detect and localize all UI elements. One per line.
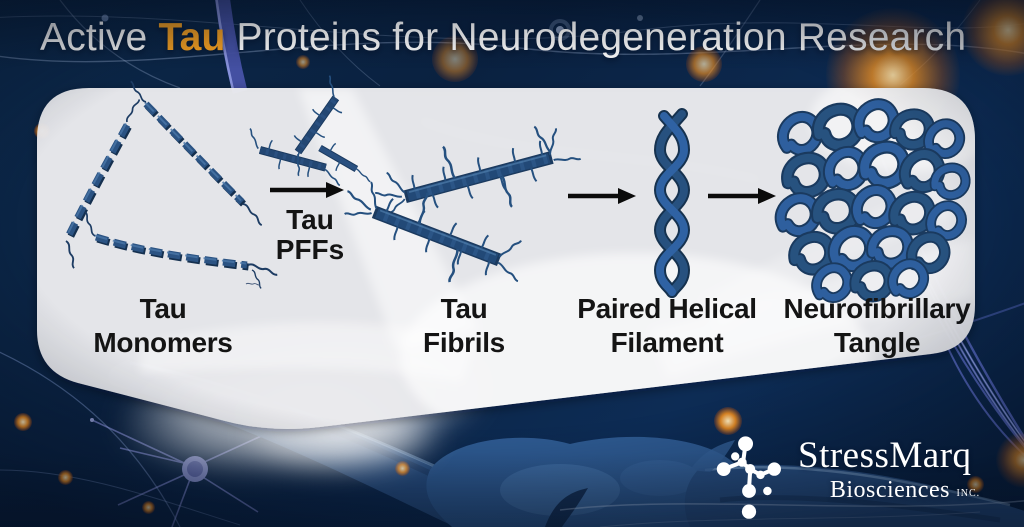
tau-fibrils-illustration <box>343 125 582 284</box>
axon-trunk <box>215 0 248 94</box>
arrow-icon <box>568 188 636 204</box>
stage-label-line: Fibrils <box>423 327 505 358</box>
label-paired-helical-filament: Paired Helical Filament <box>533 292 801 360</box>
label-tau-monomers: Tau Monomers <box>29 292 297 360</box>
brand-name: StressMarq <box>798 435 972 476</box>
tau-pffs-illustration <box>248 74 372 187</box>
stressmarq-logo-text: StressMarq Biosciences INC. <box>798 436 1012 504</box>
stage-label-line: Tau <box>440 293 488 324</box>
stage-label-line: Paired Helical <box>577 293 757 324</box>
stage-label-line: Tau <box>139 293 187 324</box>
pff-arrow-label: Tau PFFs <box>248 205 372 265</box>
title-tau-highlight: Tau <box>158 16 226 59</box>
paired-helical-filament-illustration <box>653 108 691 298</box>
stage-label-line: Tangle <box>833 327 921 358</box>
stage-label-line: Monomers <box>93 327 233 358</box>
arrow-icon <box>270 182 344 198</box>
pff-label-line1: Tau <box>286 204 334 235</box>
stage-label-line: Filament <box>610 327 724 358</box>
label-neurofibrillary-tangle: Neurofibrillary Tangle <box>743 292 1011 360</box>
tau-monomers-illustration <box>59 80 279 290</box>
label-tau-fibrils: Tau Fibrils <box>330 292 598 360</box>
pff-label-line2: PFFs <box>275 234 345 265</box>
title-prefix: Active <box>40 16 159 59</box>
arrow-icon <box>708 188 776 204</box>
page-title: Active Tau Proteins for Neurodegeneratio… <box>40 16 1000 60</box>
title-rest: Proteins for Neurodegeneration Research <box>225 16 967 59</box>
inc-text: INC. <box>956 488 981 499</box>
stressmarq-logo-mark <box>716 436 781 519</box>
brand-subtitle: Biosciences INC. <box>798 477 1012 504</box>
biosciences-text: Biosciences <box>829 477 950 503</box>
stage-label-line: Neurofibrillary <box>783 293 971 324</box>
